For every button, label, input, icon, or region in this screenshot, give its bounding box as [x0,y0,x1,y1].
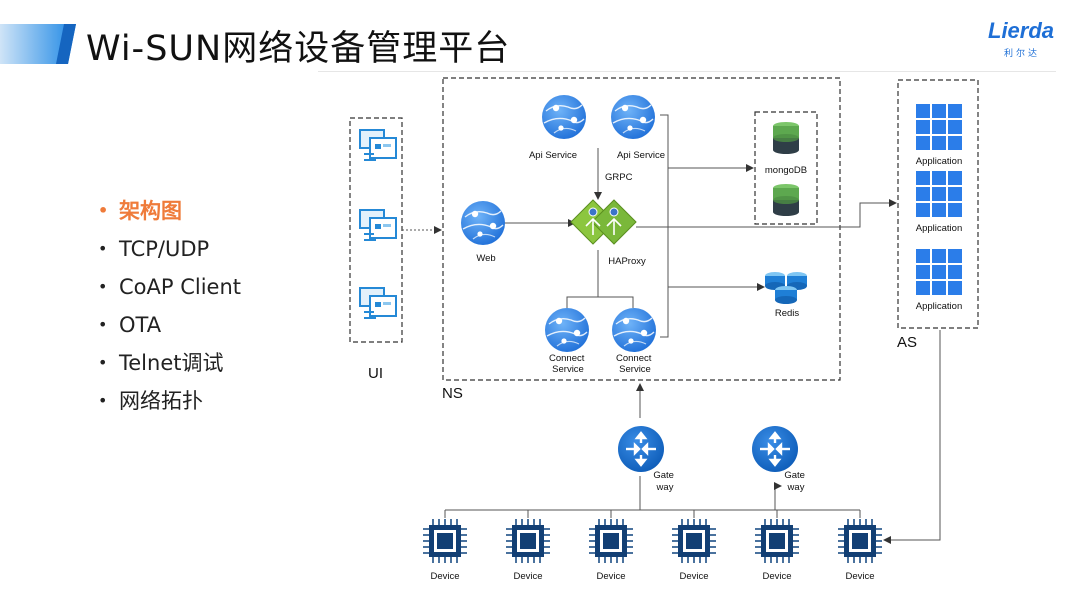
monitor-icon [359,209,397,241]
topic-item-tcp-udp[interactable]: TCP/UDP [98,230,241,268]
as-group-label: AS [897,334,917,351]
haproxy-icon [570,199,637,245]
mongodb-icon [773,184,799,216]
topic-item-telnet[interactable]: Telnet调试 [98,344,241,382]
api-service-icon [610,94,656,140]
gateway-icon [616,424,666,474]
ns-group-label: NS [442,385,463,402]
application-icon [916,171,962,217]
device-chip-icon [422,518,468,564]
api-service-icon [541,94,587,140]
topic-item-coap-client[interactable]: CoAP Client [98,268,241,306]
page-title: Wi-SUN网络设备管理平台 [86,29,511,69]
connector-lines [402,114,941,544]
grpc-label: GRPC [605,172,633,183]
ui-group-label: UI [368,365,383,382]
device-label: Device [596,571,625,582]
application-label: Application [916,156,962,167]
topic-item-architecture[interactable]: 架构图 [98,192,241,230]
device-chip-icon [837,518,883,564]
application-label: Application [916,223,962,234]
api-service-label: Api Service [529,150,577,161]
topic-item-topology[interactable]: 网络拓扑 [98,382,241,420]
mongodb-group-box [754,111,818,225]
mongodb-label: mongoDB [765,165,807,176]
connect-service-icon [611,307,657,353]
application-icon [916,249,962,295]
logo-wordmark: Lierda [988,18,1055,43]
monitor-icon [359,129,397,161]
topic-item-ota[interactable]: OTA [98,306,241,344]
connect-service-icon [544,307,590,353]
device-chip-icon [588,518,634,564]
header-divider [318,71,1056,72]
topic-list: 架构图 TCP/UDP CoAP Client OTA Telnet调试 网络拓… [98,192,241,420]
lierda-logo: Lierda 利尔达 [988,18,1060,59]
haproxy-label: HAProxy [608,256,646,267]
redis-label: Redis [775,308,800,319]
application-icon [916,104,962,150]
mongodb-icon [773,122,799,154]
device-label: Device [430,571,459,582]
device-label: Device [762,571,791,582]
web-label: Web [476,253,495,264]
device-chip-icon [505,518,551,564]
logo-subtext: 利尔达 [1004,49,1041,59]
gateway-label: Gate way [784,470,807,493]
web-icon [460,200,506,246]
application-label: Application [916,301,962,312]
device-label: Device [845,571,874,582]
title-accent-bar [0,24,76,64]
connect-service-label: Connect Service [616,353,654,375]
device-label: Device [513,571,542,582]
gateway-label: Gate way [653,470,676,493]
api-service-label: Api Service [617,150,665,161]
device-chip-icon [754,518,800,564]
connect-service-label: Connect Service [549,353,587,375]
device-label: Device [679,571,708,582]
device-chip-icon [671,518,717,564]
monitor-icon [359,287,397,319]
redis-icon [765,272,807,304]
as-group-box [897,79,979,329]
ns-group-box [442,77,841,381]
gateway-icon [750,424,800,474]
